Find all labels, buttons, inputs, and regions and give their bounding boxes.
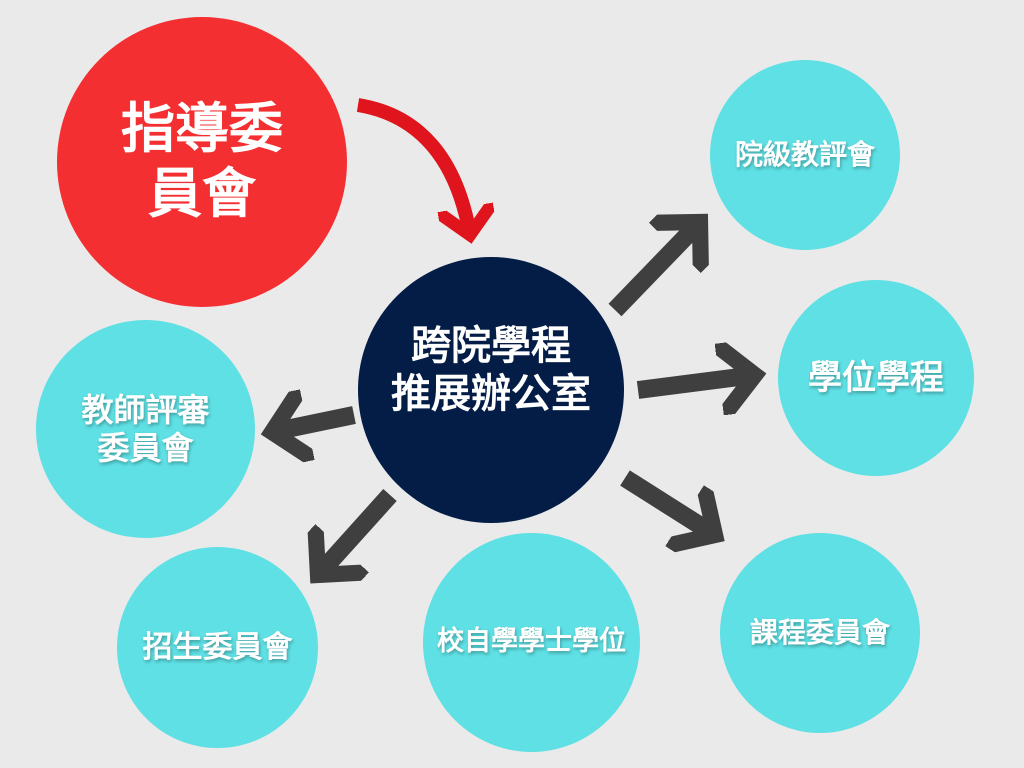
- unit-label: 院級教評會: [734, 138, 875, 172]
- unit-node-xiaozixue: 校自學學士學位: [423, 533, 640, 752]
- unit-node-yuanji: 院級教評會: [710, 60, 900, 250]
- red-curved-arrow: [356, 98, 470, 235]
- unit-node-xuewei: 學位學程: [778, 280, 974, 476]
- unit-node-kecheng: 課程委員會: [720, 533, 920, 733]
- unit-node-jiaoshi: 教師評審 委員會: [36, 320, 255, 538]
- leadership-committee-node: 指導委 員會: [57, 17, 347, 307]
- unit-label: 校自學學士學位: [437, 626, 626, 658]
- leadership-label: 指導委 員會: [121, 97, 283, 225]
- unit-label: 招生委員會: [142, 629, 293, 665]
- arrow-to-yuanji: [608, 222, 700, 317]
- unit-label: 教師評審 委員會: [81, 390, 210, 467]
- center-office-node: 跨院學程 推展辦公室: [358, 257, 624, 523]
- arrow-to-zhaosheng: [318, 488, 397, 575]
- unit-label: 課程委員會: [749, 616, 890, 650]
- arrow-to-kecheng: [620, 470, 715, 535]
- arrow-to-xuewei: [636, 375, 755, 390]
- unit-label: 學位學程: [808, 357, 944, 398]
- arrow-to-jiaoshi: [272, 415, 356, 432]
- center-label: 跨院學程 推展辦公室: [391, 323, 591, 417]
- unit-node-zhaosheng: 招生委員會: [117, 547, 318, 748]
